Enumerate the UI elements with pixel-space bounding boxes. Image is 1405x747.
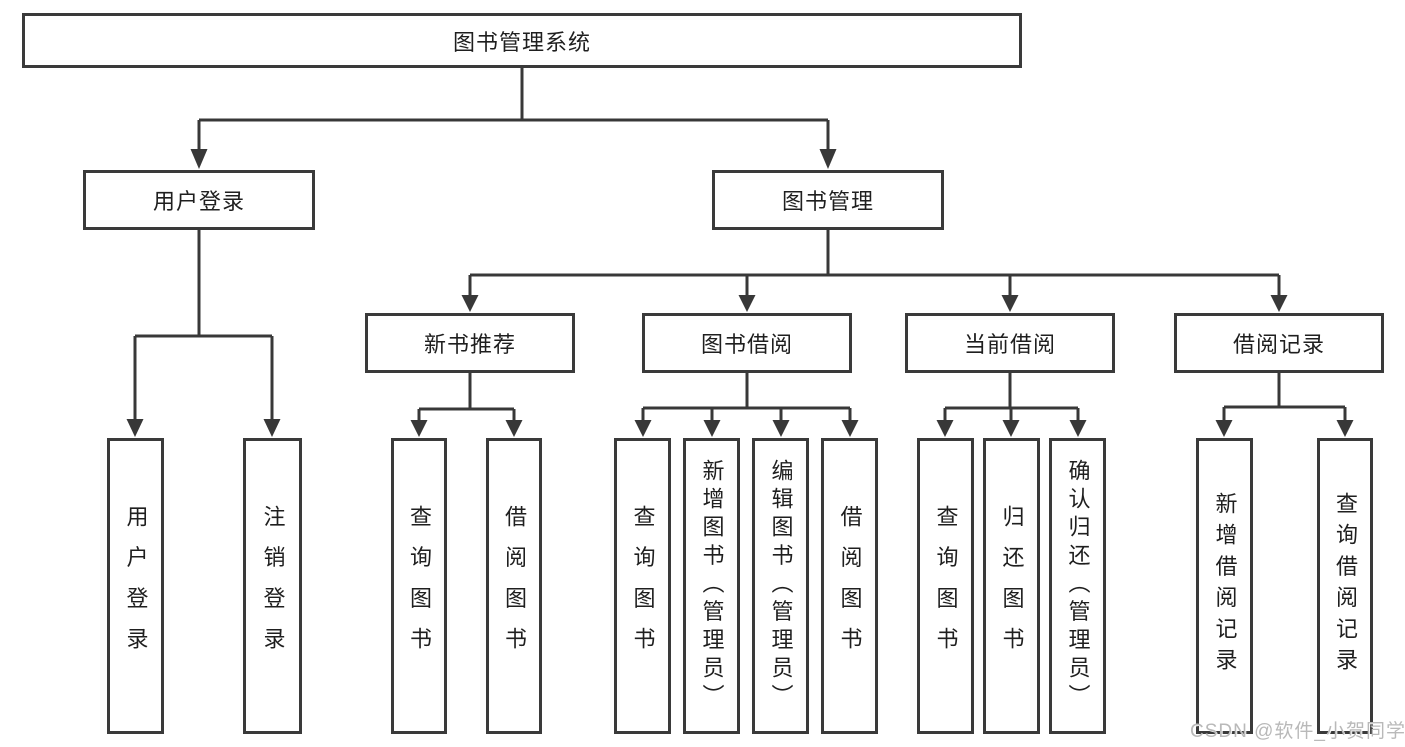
arrowhead (461, 295, 479, 312)
arrowhead (1336, 420, 1354, 437)
csdn-watermark: CSDN @软件_小贺同学 (1190, 721, 1405, 742)
arrowhead (1002, 420, 1020, 437)
branch-borrow-records (1215, 373, 1354, 437)
arrowhead (703, 420, 721, 437)
arrowhead (505, 420, 523, 437)
node-query-books-1: 查询图书 (391, 438, 447, 734)
node-edit-books-admin: 编辑图书（管理员） (752, 438, 809, 734)
arrowhead (410, 420, 428, 437)
node-current-borrow: 当前借阅 (905, 313, 1115, 373)
node-return-books: 归还图书 (983, 438, 1040, 734)
branch-current-borrow (936, 373, 1087, 437)
arrowhead (772, 420, 790, 437)
node-borrow-records: 借阅记录 (1174, 313, 1384, 373)
node-query-books-2: 查询图书 (614, 438, 671, 734)
node-user-login-group: 用户登录 (83, 170, 315, 230)
arrowhead (634, 420, 652, 437)
node-query-books-3: 查询图书 (917, 438, 974, 734)
branch-book-borrow (634, 373, 859, 437)
node-new-book-recommend: 新书推荐 (365, 313, 575, 373)
node-add-books-admin: 新增图书（管理员） (683, 438, 740, 734)
branch-user-login (126, 230, 281, 437)
node-confirm-return-admin: 确认归还（管理员） (1049, 438, 1106, 734)
node-root: 图书管理系统 (22, 13, 1022, 68)
arrowhead (263, 419, 281, 437)
branch-book-management (461, 230, 1288, 312)
node-borrow-books-1: 借阅图书 (486, 438, 542, 734)
arrowhead (126, 419, 144, 437)
node-book-borrow: 图书借阅 (642, 313, 852, 373)
node-book-management: 图书管理 (712, 170, 944, 230)
node-user-login: 用户登录 (107, 438, 164, 734)
arrowhead (190, 149, 208, 169)
branch-root (190, 68, 837, 169)
arrowhead (738, 295, 756, 312)
node-query-borrow-record: 查询借阅记录 (1317, 438, 1373, 734)
arrowhead (1215, 420, 1233, 437)
node-borrow-books-2: 借阅图书 (821, 438, 878, 734)
node-logout: 注销登录 (243, 438, 302, 734)
arrowhead (1069, 420, 1087, 437)
node-add-borrow-record: 新增借阅记录 (1196, 438, 1253, 734)
branch-new-book-recommend (410, 373, 523, 437)
arrowhead (936, 420, 954, 437)
arrowhead (1001, 295, 1019, 312)
arrowhead (841, 420, 859, 437)
arrowhead (1270, 295, 1288, 312)
arrowhead (819, 149, 837, 169)
